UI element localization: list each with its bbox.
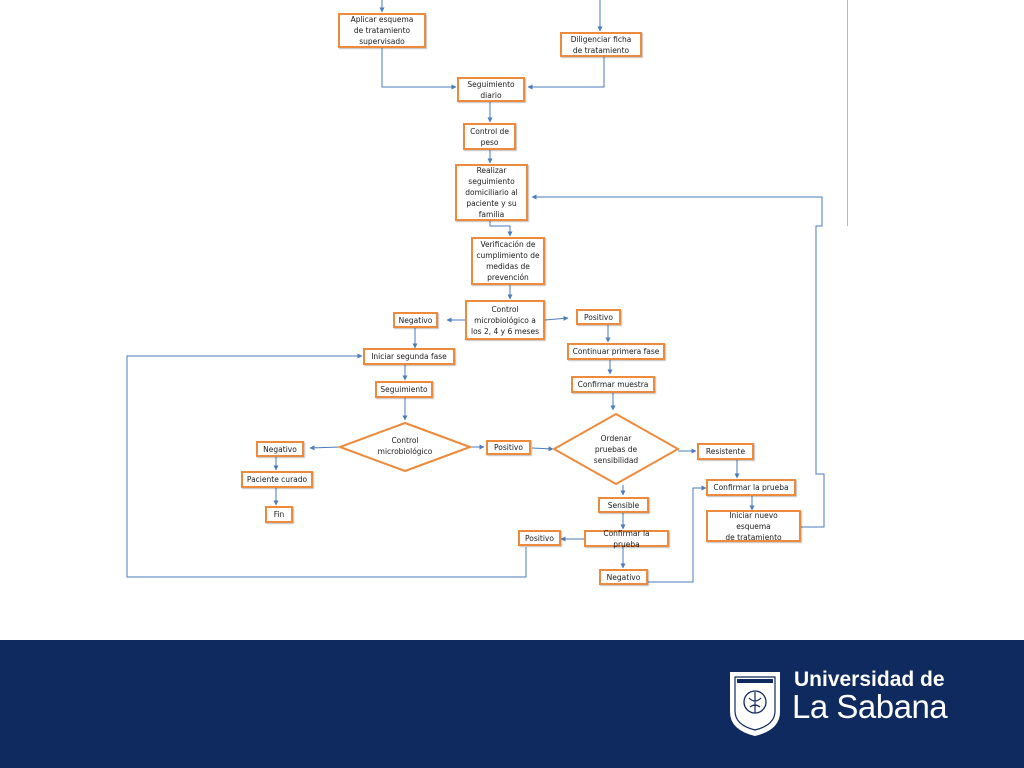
divider-line <box>847 0 848 226</box>
connector <box>489 220 513 237</box>
control-peso-node: Control de peso <box>463 123 516 150</box>
connector <box>126 353 527 578</box>
fin-node: Fin <box>265 506 293 523</box>
negativo-node: Negativo <box>256 441 304 457</box>
sensible-node: Sensible <box>598 497 649 513</box>
verificacion-node: Verificación de cumplimiento de medidas … <box>471 237 545 285</box>
seguimiento-domiciliario-node: Realizar seguimiento domiciliario al pac… <box>455 164 528 221</box>
connector <box>544 315 569 321</box>
connector <box>531 446 554 452</box>
paciente-curado-node: Paciente curado <box>241 471 313 488</box>
flowchart-connectors <box>126 0 825 583</box>
connector <box>648 485 707 583</box>
resistente-node: Resistente <box>697 443 754 460</box>
ordenar-pruebas-decision-shape <box>552 412 680 486</box>
confirmar-prueba-node: Confirmar la prueba <box>706 479 796 496</box>
iniciar-segunda-fase-node: Iniciar segunda fase <box>363 348 455 365</box>
university-name-line2: La Sabana <box>792 688 948 725</box>
connector <box>531 194 825 528</box>
iniciar-nuevo-esquema-node: Iniciar nuevo esquema de tratamiento <box>706 510 801 542</box>
control-micro-decision-shape <box>338 421 472 473</box>
negativo-node: Negativo <box>393 312 438 328</box>
aplicar-esquema-node: Aplicar esquema de tratamiento supervisa… <box>338 13 426 48</box>
university-emblem-icon <box>730 672 780 736</box>
control-micro-meses-node: Control microbiológico a los 2, 4 y 6 me… <box>465 300 545 340</box>
diligenciar-ficha-node: Diligenciar ficha de tratamiento <box>560 32 642 57</box>
connector <box>309 445 341 451</box>
positivo-node: Positivo <box>518 530 561 546</box>
ordenar-pruebas-decision: Ordenar pruebas de sensibilidad <box>593 433 639 465</box>
footer-banner <box>0 640 1024 768</box>
continuar-primera-fase-node: Continuar primera fase <box>567 343 665 360</box>
confirmar-prueba-node: Confirmar la prueba <box>584 529 669 549</box>
control-micro-decision: Control microbiológico <box>377 436 433 456</box>
university-name-line1: Universidad de <box>794 668 945 691</box>
negativo-node: Negativo <box>599 569 648 585</box>
positivo-node: Positivo <box>576 309 621 325</box>
confirmar-muestra-node: Confirmar muestra <box>571 376 655 393</box>
flowchart: Aplicar esquema de tratamiento supervisa… <box>126 0 848 585</box>
connector <box>381 47 457 90</box>
positivo-node: Positivo <box>486 440 531 455</box>
seguimiento-node: Seguimiento <box>375 381 433 398</box>
connector <box>527 56 605 90</box>
seguimiento-diario-node: Seguimiento diario <box>457 77 525 102</box>
